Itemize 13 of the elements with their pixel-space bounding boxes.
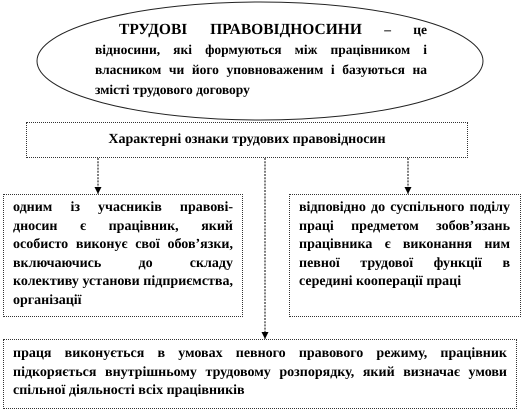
feature-text: праця виконується в умовах певного правового режиму, працівник підкоряється внутрішньому трудовому розпорядку, який визначає умови спільної діяльності всіх працівників (13, 345, 507, 400)
definition-text: ТРУДОВІ ПРАВОВІДНОСИНИ – це відносини, які формуються між працівником і власником чи його уповноваженим і базуються на змісті трудового договору (95, 20, 427, 99)
heading-box (26, 122, 468, 158)
feature-box (3, 194, 243, 317)
feature-box (289, 194, 521, 317)
arrow (94, 158, 102, 194)
feature-text: одним із учасників правові-дносин є працівник, який особисто виконує свої обов’язки, включаючись до складу колективу установи підприємства, організації (13, 199, 233, 310)
arrow (404, 158, 412, 194)
feature-text: відповідно до суспільного поділу праці предметом зобов’язань працівника є виконання ним певної трудової функції в середині кооперації праці (299, 199, 510, 292)
feature-box (3, 339, 517, 409)
arrow (262, 158, 268, 340)
definition-ellipse (36, 1, 484, 121)
heading-text: Характерні ознаки трудових правовідносин (107, 131, 387, 149)
